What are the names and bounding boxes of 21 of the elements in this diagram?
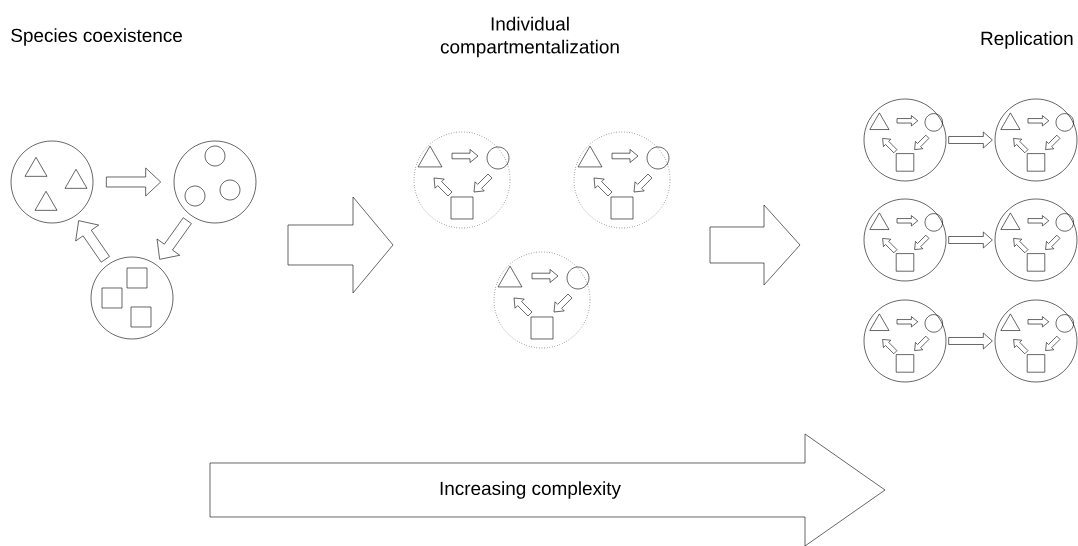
cell-circle (863, 98, 947, 182)
cell-circle (994, 299, 1078, 383)
species-circle (10, 140, 94, 224)
hollow-arrow (106, 167, 161, 197)
hollow-arrow (948, 231, 993, 249)
hollow-arrow (948, 131, 993, 149)
cell-circle (863, 299, 947, 383)
panel-title: Replication (981, 31, 1073, 49)
species-circle (173, 140, 257, 224)
hollow-arrow (156, 217, 192, 260)
hollow-arrow (75, 220, 110, 263)
panel-title: Individual compartmentalization (440, 16, 619, 58)
cell-circle (863, 198, 947, 282)
cell-circle (994, 198, 1078, 282)
species-circle (90, 256, 174, 340)
cell-circle (994, 98, 1078, 182)
compartment-circle (493, 251, 591, 349)
hollow-arrow (948, 332, 993, 350)
panel-title: Species coexistence (11, 28, 182, 46)
compartment-circle (573, 131, 671, 229)
compartment-circle (413, 131, 511, 229)
